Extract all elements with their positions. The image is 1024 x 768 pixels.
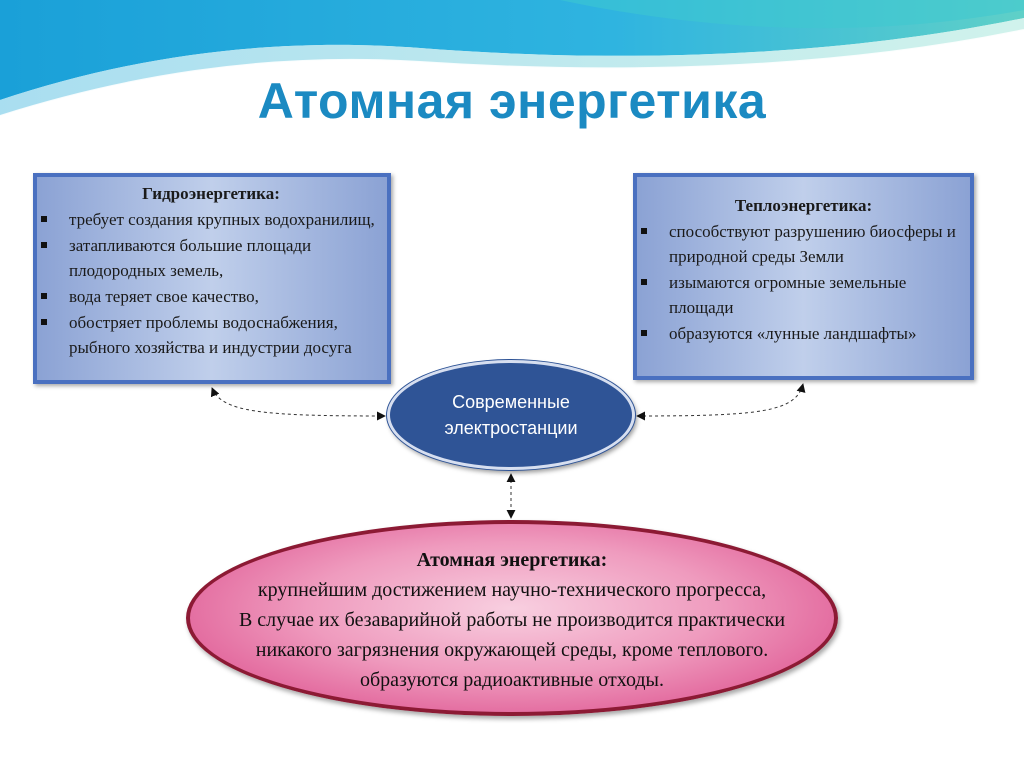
- hydro-list: требует создания крупных водохранилищ, з…: [41, 207, 381, 360]
- list-item: способствуют разрушению биосферы и приро…: [641, 219, 966, 269]
- list-item-text: обостряет проблемы водоснабжения, рыбног…: [69, 313, 352, 357]
- list-item-text: способствуют разрушению биосферы и приро…: [669, 222, 956, 266]
- square-bullet-icon: [41, 293, 47, 299]
- square-bullet-icon: [641, 279, 647, 285]
- list-item-text: изымаются огромные земельные площади: [669, 273, 907, 317]
- list-item: образуются «лунные ландшафты»: [641, 321, 966, 346]
- nuclear-heading: Атомная энергетика:: [416, 549, 608, 571]
- nuclear-energy-node: Атомная энергетика: крупнейшим достижени…: [186, 520, 838, 716]
- list-item: изымаются огромные земельные площади: [641, 270, 966, 320]
- list-item: затапливаются большие площади плодородны…: [41, 233, 381, 283]
- connector-right: [636, 383, 806, 421]
- square-bullet-icon: [641, 330, 647, 336]
- list-item-text: требует создания крупных водохранилищ,: [69, 210, 375, 229]
- nuclear-line: крупнейшим достижением научно-техническо…: [257, 579, 767, 601]
- header-wave-banner: [0, 0, 1024, 117]
- square-bullet-icon: [41, 242, 47, 248]
- list-item-text: вода теряет свое качество,: [69, 287, 259, 306]
- modern-power-plants-node: Современные электростанции: [387, 360, 635, 470]
- nuclear-line: образуются радиоактивные отходы.: [359, 669, 664, 691]
- square-bullet-icon: [41, 319, 47, 325]
- center-node-line: электростанции: [444, 418, 578, 438]
- thermal-heading: Теплоэнергетика:: [734, 196, 873, 215]
- page-title: Атомная энергетика: [257, 73, 767, 129]
- hydro-heading: Гидроэнергетика:: [142, 184, 280, 203]
- square-bullet-icon: [641, 228, 647, 234]
- thermal-list: способствуют разрушению биосферы и приро…: [641, 219, 966, 346]
- list-item-text: образуются «лунные ландшафты»: [669, 324, 917, 343]
- center-node-line: Современные: [452, 392, 570, 412]
- nuclear-line: никакого загрязнения окружающей среды, к…: [255, 639, 769, 661]
- list-item: требует создания крупных водохранилищ,: [41, 207, 381, 232]
- list-item: обостряет проблемы водоснабжения, рыбног…: [41, 310, 381, 360]
- list-item-text: затапливаются большие площади плодородны…: [69, 236, 312, 280]
- square-bullet-icon: [41, 216, 47, 222]
- hydro-box: Гидроэнергетика: требует создания крупны…: [33, 173, 391, 384]
- nuclear-line: В случае их безаварийной работы не произ…: [238, 609, 786, 631]
- connector-left: [210, 387, 386, 421]
- list-item: вода теряет свое качество,: [41, 284, 381, 309]
- thermal-box: Теплоэнергетика: способствуют разрушению…: [633, 173, 974, 380]
